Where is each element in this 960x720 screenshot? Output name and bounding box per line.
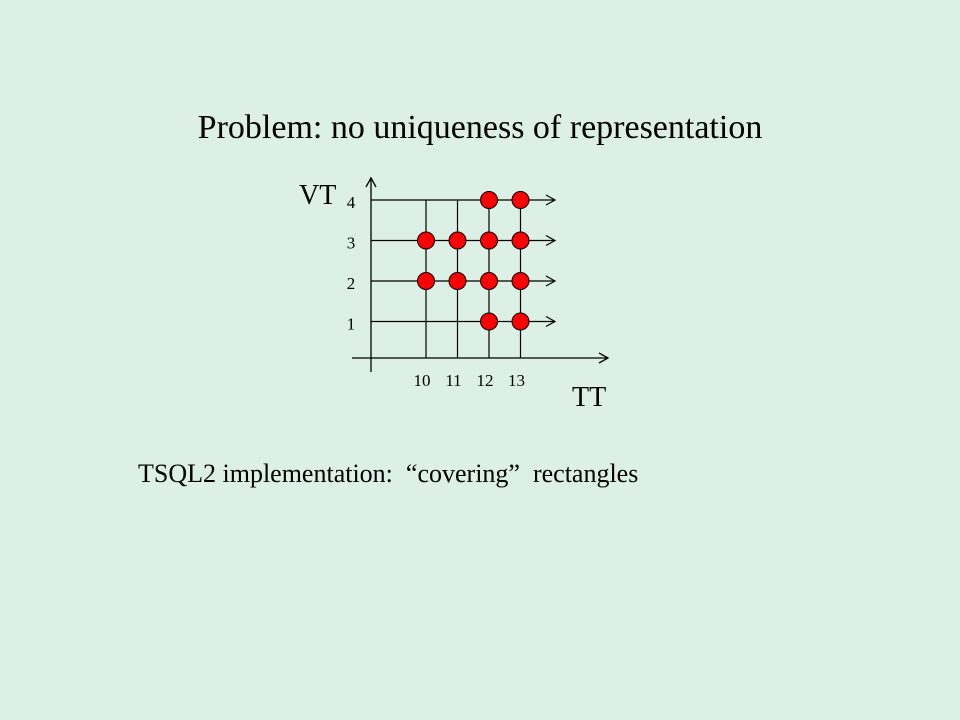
data-point bbox=[480, 312, 498, 331]
tt-tick-label: 10 bbox=[414, 371, 431, 390]
data-point bbox=[448, 272, 467, 290]
tt-axis-label: TT bbox=[572, 382, 606, 413]
vt-grid-arrowhead bbox=[545, 234, 557, 247]
data-point bbox=[480, 191, 498, 209]
vt-axis-label: VT bbox=[299, 180, 336, 211]
data-point bbox=[511, 272, 530, 290]
data-point bbox=[417, 231, 435, 250]
tt-tick-label: 11 bbox=[445, 371, 461, 390]
slide-subtitle: TSQL2 implementation: “covering” rectang… bbox=[138, 459, 639, 488]
data-point bbox=[417, 272, 435, 290]
data-point bbox=[511, 312, 530, 331]
vt-grid-arrowhead bbox=[545, 315, 557, 328]
data-point bbox=[511, 231, 530, 250]
vt-tick-label: 4 bbox=[347, 193, 356, 212]
tt-tick-label: 12 bbox=[477, 371, 494, 390]
data-point bbox=[448, 231, 467, 250]
vt-axis-arrowhead bbox=[365, 176, 377, 188]
data-points bbox=[417, 191, 530, 331]
vt-tick-label: 3 bbox=[347, 234, 356, 253]
vt-tick-label: 1 bbox=[347, 315, 356, 334]
data-point bbox=[480, 231, 498, 250]
data-point bbox=[511, 191, 530, 209]
vt-tick-label: 2 bbox=[347, 274, 356, 293]
data-point bbox=[480, 272, 498, 290]
axes bbox=[352, 176, 610, 372]
vt-grid-arrowhead bbox=[545, 275, 557, 287]
tt-tick-label: 13 bbox=[508, 371, 525, 390]
slide-title: Problem: no uniqueness of representation bbox=[197, 109, 763, 146]
tt-axis-arrowhead bbox=[598, 352, 610, 364]
vt-grid-arrowhead bbox=[545, 194, 557, 206]
